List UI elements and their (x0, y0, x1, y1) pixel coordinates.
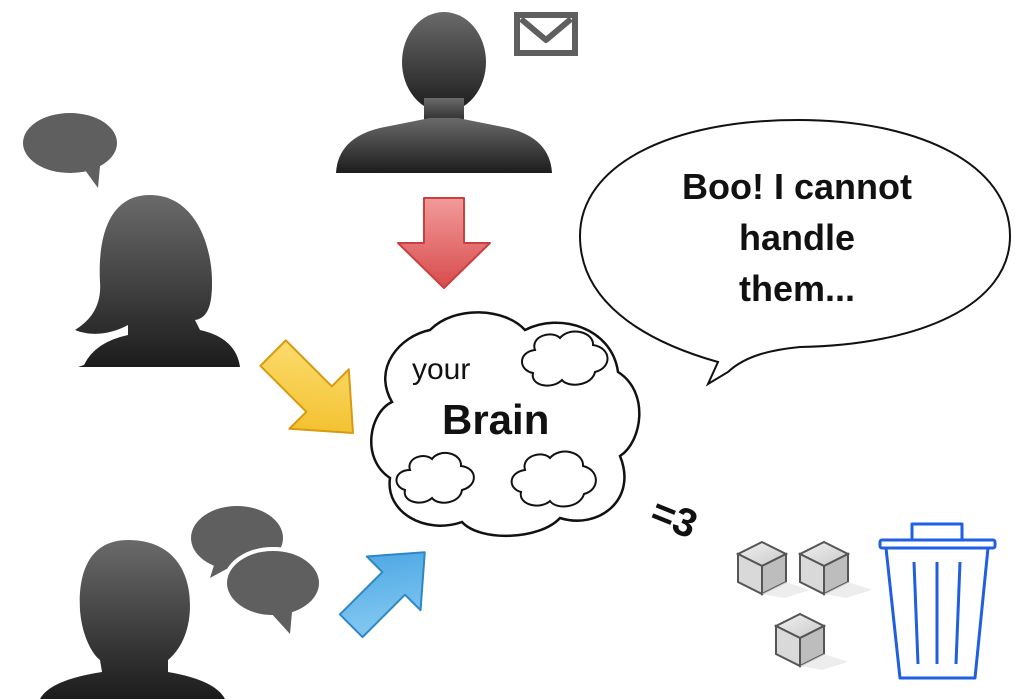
cube-icon (773, 612, 848, 670)
mini-cloud-2 (395, 451, 475, 504)
speech-bubbles-icon (191, 506, 323, 634)
bubble-line-3: them... (739, 268, 855, 309)
sigh-mark: =3 (645, 490, 704, 548)
mini-cloud-3 (510, 450, 597, 508)
speech-bubble-icon (23, 113, 117, 188)
brain-label-small: your (412, 353, 470, 386)
arrow-diagonal-yellow (259, 339, 355, 435)
person-bottom-man (40, 540, 225, 699)
mini-cloud-1 (521, 330, 609, 387)
svg-text:=3: =3 (645, 490, 704, 548)
person-top (336, 12, 552, 173)
speech-bubble: Boo! I cannot handle them... (578, 118, 1012, 387)
bubble-line-1: Boo! I cannot (682, 166, 912, 207)
arrow-down-red (397, 197, 491, 289)
arrow-diagonal-blue (338, 551, 426, 639)
cube-icon (797, 540, 872, 598)
person-left-woman (75, 195, 240, 367)
trash-can-icon (878, 522, 997, 680)
envelope-icon (514, 12, 578, 56)
bubble-line-2: handle (739, 217, 855, 258)
brain-cloud: your Brain (370, 311, 641, 538)
brain-label-big: Brain (442, 396, 549, 443)
cube-icon (735, 540, 810, 598)
